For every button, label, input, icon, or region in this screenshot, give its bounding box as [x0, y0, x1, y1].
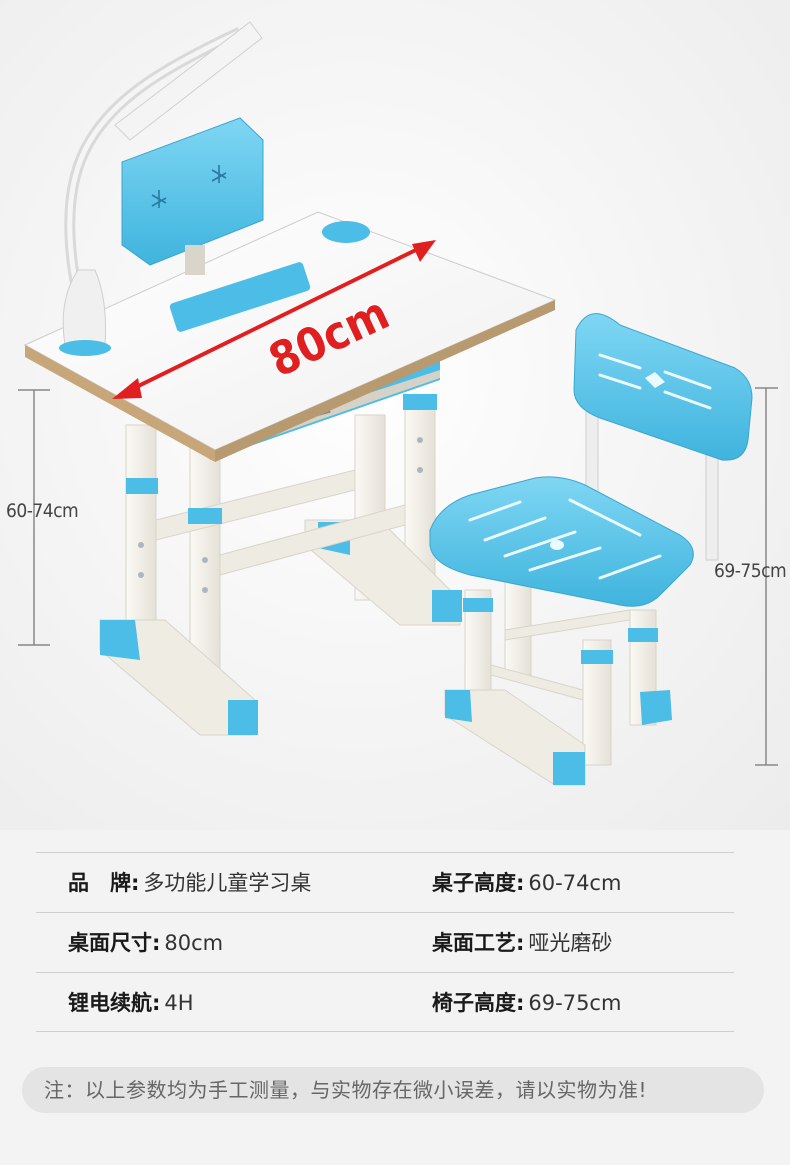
desk-chair-illustration: 80cm — [18, 21, 778, 786]
spec-desk-size: 桌面尺寸:80cm — [68, 913, 223, 973]
spec-row: 锂电续航:4H 椅子高度:69-75cm — [36, 972, 734, 1032]
spec-value: 69-75cm — [528, 991, 622, 1015]
spec-key: 桌面工艺 — [432, 931, 516, 955]
desk-top — [23, 211, 557, 462]
product-image: 80cm — [0, 0, 790, 830]
spec-key: 锂电续航 — [68, 991, 152, 1015]
desk-lamp — [59, 21, 263, 356]
desk-height-dimension — [18, 389, 50, 646]
spec-key: 桌子高度 — [432, 871, 516, 895]
spec-key: 桌面尺寸 — [68, 931, 152, 955]
chair — [429, 313, 753, 786]
measurement-note: 注：以上参数均为手工测量，与实物存在微小误差，请以实物为准! — [22, 1067, 764, 1113]
desk-legs — [99, 394, 462, 736]
spec-sep: : — [131, 871, 140, 895]
spec-brand: 品 牌:多功能儿童学习桌 — [68, 853, 311, 913]
spec-sep: : — [152, 931, 161, 955]
spec-sep: : — [152, 991, 161, 1015]
spec-value: 80cm — [164, 931, 224, 955]
spec-sep: : — [516, 931, 525, 955]
spec-key: 品 牌 — [68, 871, 131, 895]
spec-key: 椅子高度 — [432, 991, 516, 1015]
book-stand — [121, 117, 264, 275]
chair-height-dimension — [755, 387, 778, 766]
spec-battery: 锂电续航:4H — [68, 973, 194, 1033]
spec-value: 多功能儿童学习桌 — [143, 871, 312, 895]
spec-desk-finish: 桌面工艺:哑光磨砂 — [432, 913, 612, 973]
chair-height-label: 69-75cm — [714, 560, 787, 582]
spec-value: 4H — [164, 991, 194, 1015]
spec-sep: : — [516, 991, 525, 1015]
spec-table: 品 牌:多功能儿童学习桌 桌子高度:60-74cm 桌面尺寸:80cm 桌面工艺… — [36, 852, 734, 1032]
spec-chair-height: 椅子高度:69-75cm — [432, 973, 621, 1033]
spec-desk-height: 桌子高度:60-74cm — [432, 853, 621, 913]
spec-row: 品 牌:多功能儿童学习桌 桌子高度:60-74cm — [36, 852, 734, 912]
desk-height-label: 60-74cm — [6, 500, 79, 522]
spec-value: 哑光磨砂 — [528, 931, 613, 955]
width-arrow — [112, 240, 436, 399]
spec-sep: : — [516, 871, 525, 895]
spec-value: 60-74cm — [528, 871, 622, 895]
spec-row: 桌面尺寸:80cm 桌面工艺:哑光磨砂 — [36, 912, 734, 972]
